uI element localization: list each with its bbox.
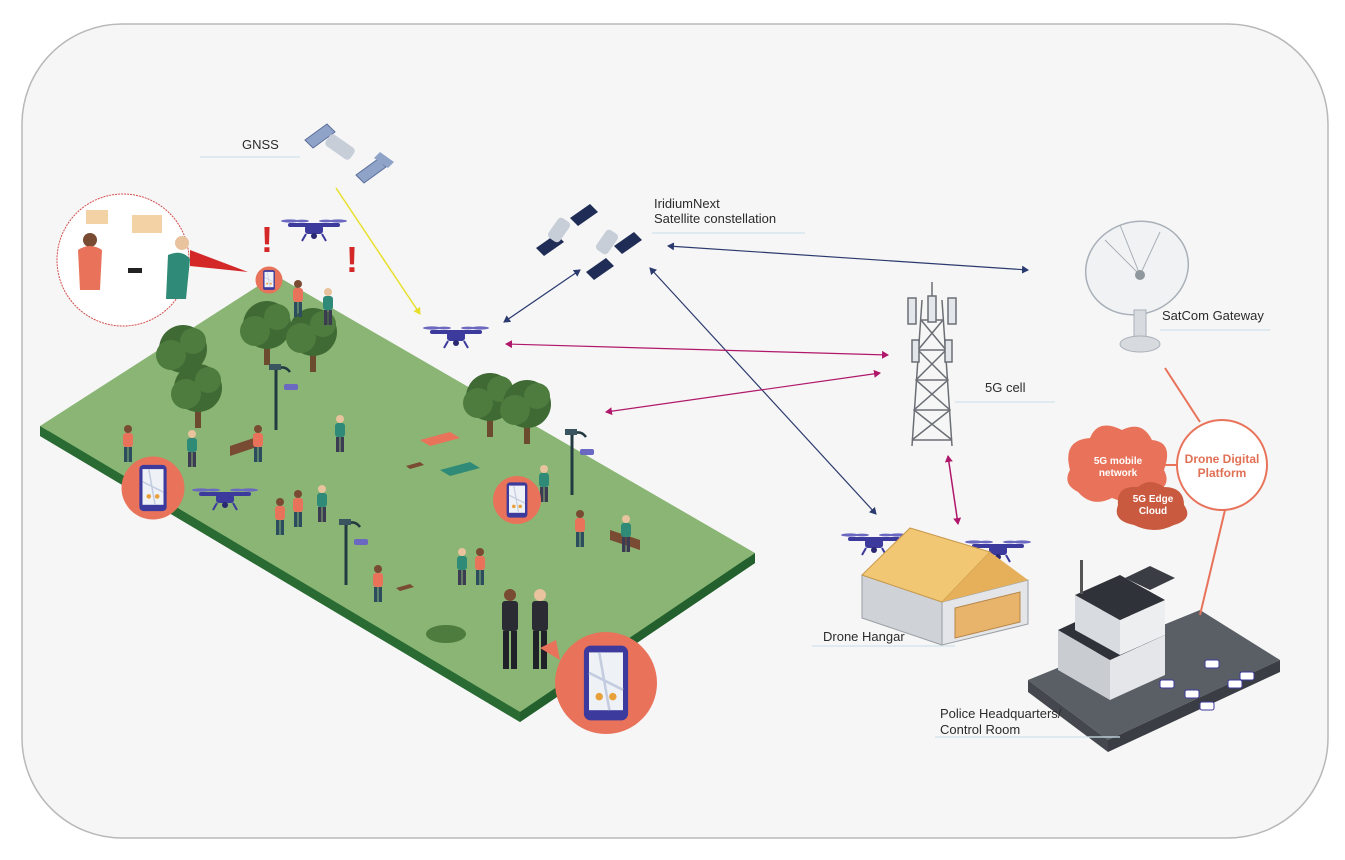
label-ddp-line2: Platform [1197, 466, 1247, 480]
label-5g-mobile-line1: 5G mobile [1093, 456, 1143, 467]
satcom-dish [1084, 220, 1190, 353]
drone-hangar [861, 527, 1029, 646]
links [335, 187, 1226, 616]
label-5g-cell: 5G cell [985, 380, 1026, 395]
label-hq-line2: Control Room [940, 722, 1021, 737]
label-5g-edge-cloud: 5G Edge Cloud [1118, 494, 1188, 518]
link-satcom-platform [1164, 367, 1201, 423]
label-iridium-line1: IridiumNext [654, 196, 720, 211]
5g-tower [907, 282, 957, 447]
link-gnss-drone [335, 187, 421, 315]
label-drone-hangar: Drone Hangar [823, 629, 905, 644]
label-edge-line1: 5G Edge [1132, 494, 1174, 505]
link-iridium-drone [503, 269, 581, 323]
label-ddp-line1: Drone Digital [1184, 452, 1260, 466]
incident-zoom-circle [56, 193, 248, 327]
park-trees [156, 301, 551, 643]
gnss-satellite [304, 123, 394, 184]
link-5g-camera [605, 369, 881, 416]
link-5g-hangar [944, 455, 962, 525]
label-5g-mobile-network: 5G mobile network [1078, 456, 1158, 480]
police-officers [502, 589, 548, 669]
label-5g-mobile-line2: network [1098, 468, 1138, 479]
police-hq [1028, 560, 1280, 752]
park-people [123, 280, 631, 602]
phone-app-badges [120, 266, 659, 736]
label-hq-line1: Police Headquarters/ [940, 706, 1062, 721]
alert-mark: ! [346, 239, 358, 280]
label-gnss: GNSS [242, 137, 279, 152]
alert-mark: ! [261, 219, 273, 260]
iridium-satellites [536, 204, 642, 280]
link-iridium-satcom [667, 242, 1029, 274]
label-satcom-gateway: SatCom Gateway [1162, 308, 1264, 323]
label-lines [200, 156, 1270, 738]
label-iridium-line2: Satellite constellation [654, 211, 777, 226]
label-drone-digital-platform: Drone Digital Platform [1172, 452, 1272, 480]
label-edge-line2: Cloud [1138, 506, 1168, 517]
link-platform-hq [1199, 509, 1226, 616]
link-5g-drone [505, 340, 889, 359]
